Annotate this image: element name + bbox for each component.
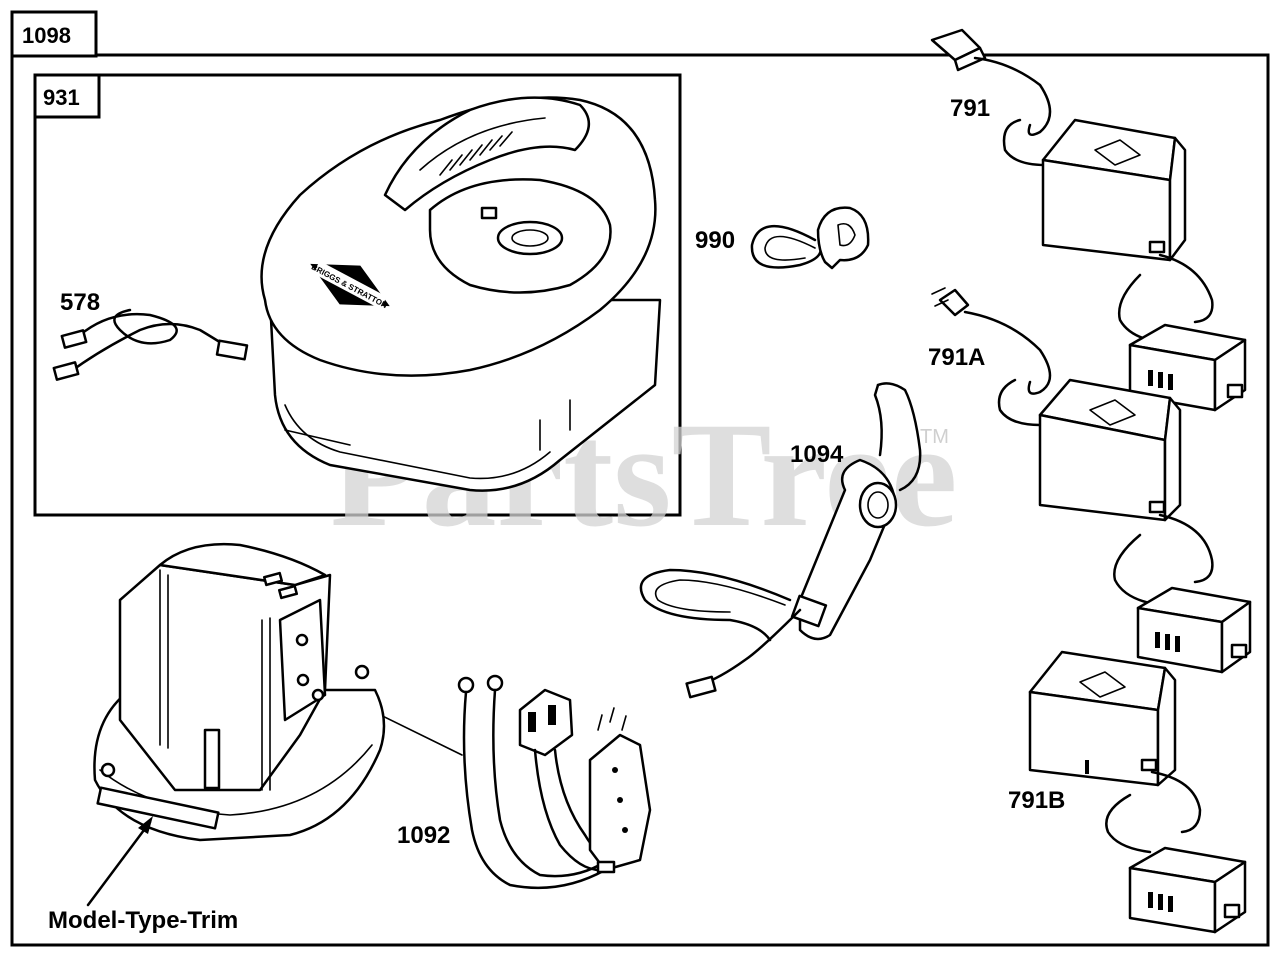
label-791B: 791B [1008,787,1065,814]
inner-box-label: 931 [43,85,80,110]
label-791A: 791A [928,344,985,371]
battery-pack-drawing: BRIGGS & STRATTON [260,96,662,492]
label-1094: 1094 [790,441,844,468]
outer-box-tag [10,10,98,58]
inner-frame [33,73,682,517]
model-type-trim-arrow [86,816,153,907]
label-578: 578 [60,289,100,316]
label-990: 990 [695,227,735,254]
model-type-trim-label: Model-Type-Trim [48,907,238,934]
part-578-harness-drawing [52,308,249,381]
part-791A-charger-drawing [931,287,1252,674]
inner-box-tag [33,73,101,119]
label-1092: 1092 [397,822,450,849]
label-791: 791 [950,95,990,122]
part-1092-harness-drawing [457,674,652,890]
watermark-tm: TM [920,426,949,448]
part-990-key-drawing [750,206,870,270]
part-791B-charger-drawing [1028,650,1247,934]
engine-base-drawing [93,542,386,842]
outer-frame [10,53,1270,947]
part-1094-switch-drawing [639,382,922,699]
outer-box-label: 1098 [22,23,71,48]
